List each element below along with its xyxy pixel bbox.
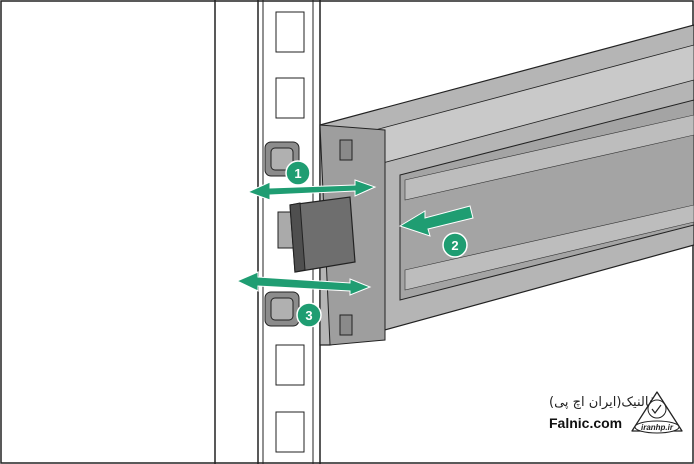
arrow-icon-step1 (246, 179, 377, 201)
arrow-icon-step3 (235, 271, 372, 296)
arrow-icon-step2 (398, 205, 474, 237)
logo-seal-icon: iranhp.ir (631, 391, 683, 434)
rack-pin-bottom (264, 291, 300, 327)
green-arrows (235, 179, 474, 296)
rack-column (257, 0, 321, 464)
falnic-logo: فالنیک(ایران اچ پی) Falnic.com iranhp.ir (545, 391, 685, 443)
callout-2-label: 2 (451, 238, 458, 253)
logo-seal-text: iranhp.ir (641, 423, 674, 432)
callout-1: 1 (285, 160, 311, 186)
callout-3-label: 3 (305, 308, 312, 323)
callout-3: 3 (296, 302, 322, 328)
rail-assembly (319, 24, 694, 346)
release-latch (289, 196, 356, 273)
logo-persian-text: فالنیک(ایران اچ پی) (549, 395, 656, 410)
logo-domain-text: Falnic.com (549, 415, 623, 431)
callout-1-label: 1 (294, 166, 301, 181)
callout-2: 2 (442, 232, 468, 258)
